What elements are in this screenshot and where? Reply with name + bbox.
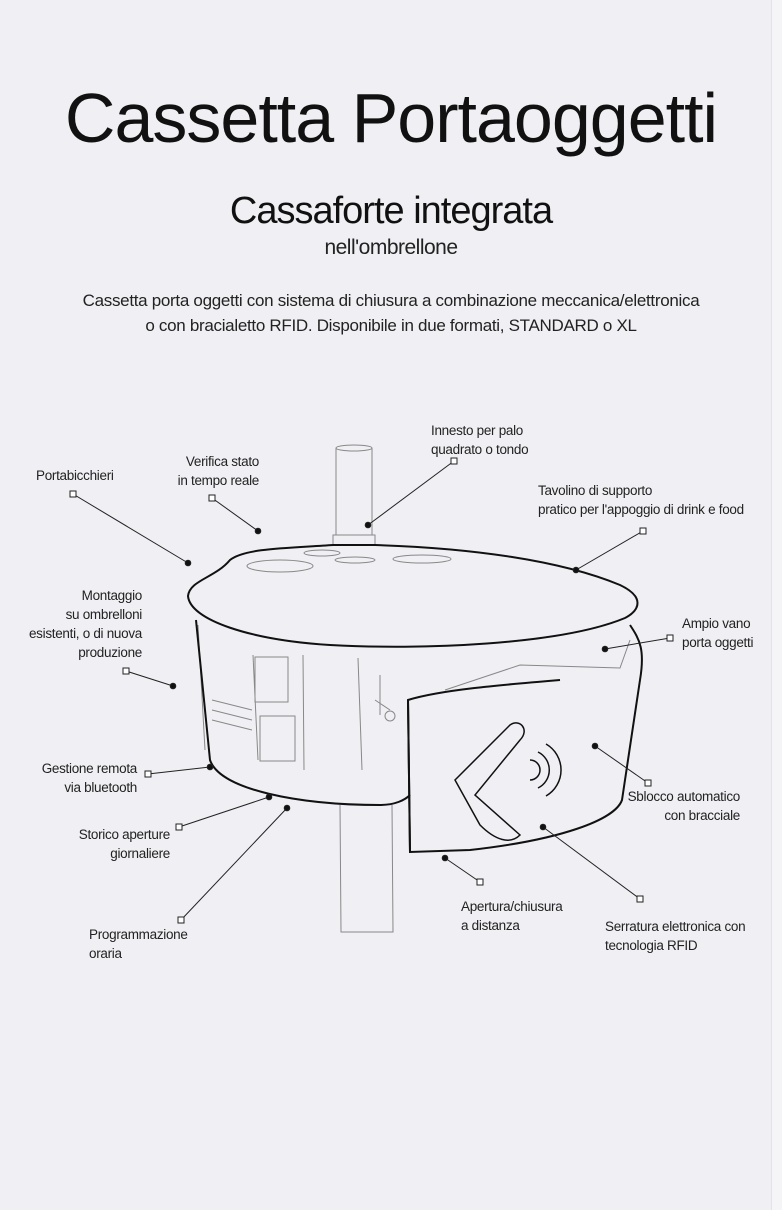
leader-tavolino: [572, 527, 647, 574]
label-line: porta oggetti: [682, 635, 754, 650]
label-gestione-remota: Gestione remota via bluetooth: [20, 759, 138, 797]
label-line: Sblocco automatico: [627, 789, 741, 804]
description-line: o con bracialetto RFID. Disponibile in d…: [145, 316, 637, 335]
label-line: tecnologia RFID: [605, 938, 698, 953]
label-line: su ombrelloni: [65, 607, 143, 622]
label-line: in tempo reale: [177, 473, 260, 488]
label-line: Verifica stato: [185, 454, 259, 469]
label-line: Portabicchieri: [36, 468, 114, 483]
label-apertura: Apertura/chiusura a distanza: [461, 897, 563, 935]
scrollbar[interactable]: [771, 0, 782, 1210]
leader-verifica: [208, 494, 262, 535]
label-programmazione: Programmazione oraria: [89, 925, 188, 963]
label-line: Serratura elettronica con: [605, 919, 746, 934]
label-tavolino: Tavolino di supporto pratico per l'appogg…: [538, 481, 744, 519]
label-montaggio: Montaggio su ombrelloni esistenti, o di nu…: [10, 586, 142, 662]
label-verifica-stato: Verifica stato in tempo reale: [160, 452, 260, 490]
description: Cassetta porta oggetti con sistema di ch…: [30, 288, 752, 338]
leader-innesto: [364, 457, 458, 529]
label-ampio-vano: Ampio vano porta oggetti: [682, 614, 753, 652]
label-line: Apertura/chiusura: [461, 899, 563, 914]
label-line: produzione: [78, 645, 142, 660]
leader-storico: [175, 793, 273, 831]
label-line: Storico aperture: [78, 827, 171, 842]
label-portabicchieri: Portabicchieri: [36, 466, 114, 485]
leader-ampio: [601, 634, 674, 653]
leader-programmazione: [177, 804, 291, 924]
leader-portabicchieri: [69, 490, 192, 567]
label-line: Programmazione: [89, 927, 188, 942]
leader-montaggio: [122, 667, 177, 690]
label-line: Gestione remota: [41, 761, 138, 776]
label-sblocco: Sblocco automatico con bracciale: [600, 787, 741, 825]
leader-serratura: [539, 823, 644, 903]
leader-sblocco: [591, 742, 652, 787]
label-line: Tavolino di supporto: [538, 483, 653, 498]
label-line: pratico per l'appoggio di drink e food: [538, 502, 744, 517]
label-line: con bracciale: [664, 808, 740, 823]
label-line: Ampio vano: [682, 616, 751, 631]
label-line: quadrato o tondo: [431, 442, 529, 457]
leader-gestione: [144, 763, 214, 778]
label-line: oraria: [89, 946, 122, 961]
subtitle: Cassaforte integrata: [229, 190, 553, 232]
label-innesto: Innesto per palo quadrato o tondo: [431, 421, 529, 459]
label-line: giornaliere: [110, 846, 170, 861]
label-storico: Storico aperture giornaliere: [50, 825, 171, 863]
description-line: Cassetta porta oggetti con sistema di ch…: [82, 291, 700, 310]
label-serratura: Serratura elettronica con tecnologia RFID: [605, 917, 746, 955]
label-line: Montaggio: [81, 588, 143, 603]
page-title: Cassetta Portaoggetti: [64, 79, 718, 157]
subtitle-secondary: nell'ombrellone: [324, 236, 458, 259]
label-line: esistenti, o di nuova: [28, 626, 142, 641]
label-line: via bluetooth: [64, 780, 137, 795]
label-line: Innesto per palo: [431, 423, 524, 438]
leader-apertura: [441, 854, 484, 886]
label-line: a distanza: [461, 918, 520, 933]
